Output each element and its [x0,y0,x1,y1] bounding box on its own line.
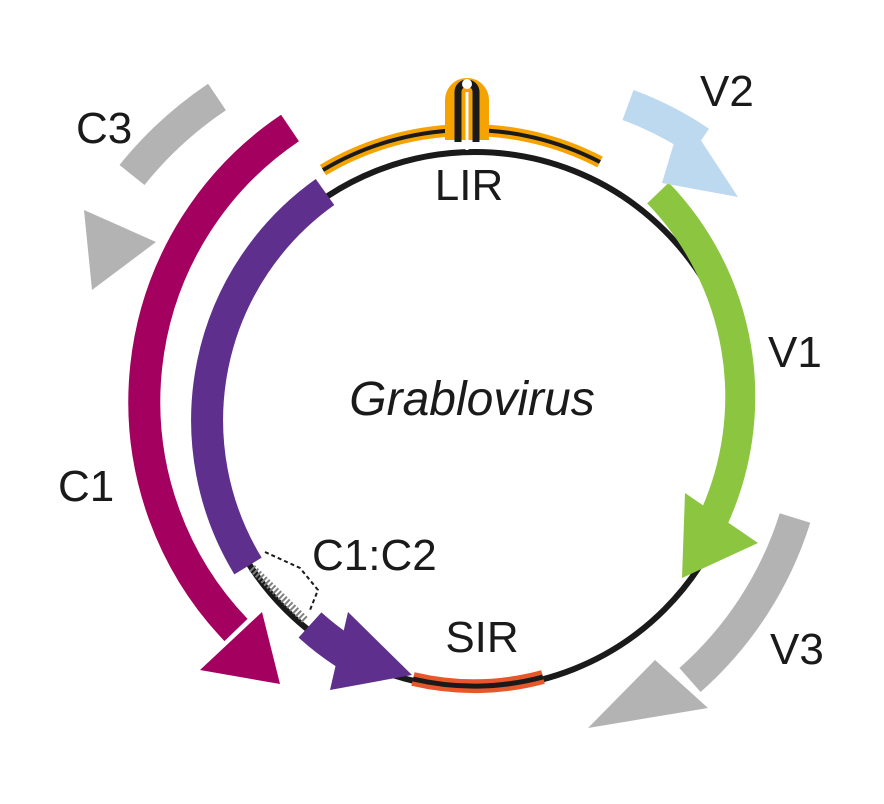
c1-arrowhead [200,612,280,684]
c3-arrowhead [84,210,156,290]
v1-arrowhead [682,493,758,578]
v2-arrowhead [662,113,738,197]
v2-label: V2 [700,67,754,116]
v3-arrowhead [588,660,708,728]
c2-arrow [191,178,335,575]
c1-label: C1 [58,462,114,511]
c1c2-label: C1:C2 [312,531,437,580]
c2-arrowhead [330,612,412,690]
c3-label: C3 [76,104,132,153]
c1-arrow [128,114,299,642]
v1-label: V1 [768,328,822,377]
genome-name: Grablovirus [349,373,594,426]
v1-arrow [647,182,756,527]
splice-junction [249,551,320,623]
sir-label: SIR [445,613,518,662]
v3-label: V3 [770,625,824,674]
stem-loop-icon [445,78,489,150]
lir-label: LIR [435,161,503,210]
